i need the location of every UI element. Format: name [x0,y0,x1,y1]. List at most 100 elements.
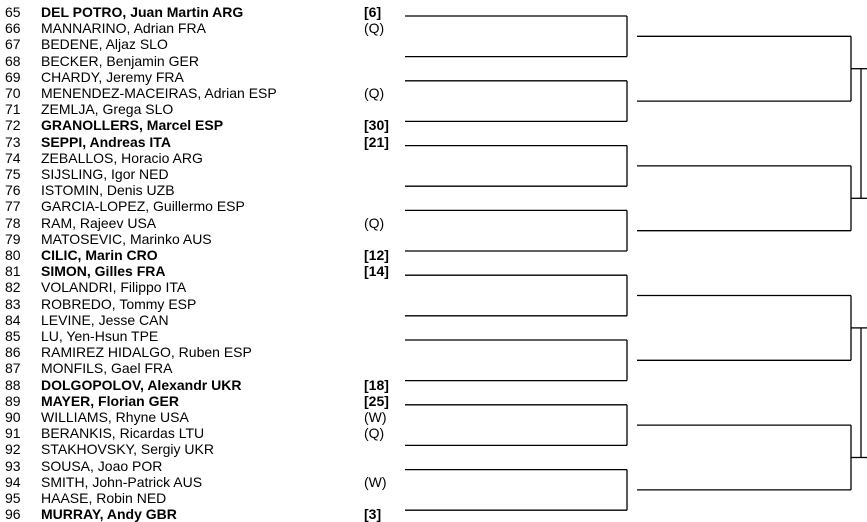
player-name: BEDENE, Aljaz SLO [41,36,168,53]
player-name: SIJSLING, Igor NED [41,166,169,182]
draw-position-number: 81 [5,263,21,280]
draw-entry-row: 69 CHARDY, Jeremy FRA [0,69,400,85]
draw-entry-row: 68 BECKER, Benjamin GER [0,53,400,69]
draw-entry-row: 66 MANNARINO, Adrian FRA (Q) [0,20,400,36]
draw-position-number: 73 [5,133,21,150]
player-name: ROBREDO, Tommy ESP [41,295,197,312]
player-name: MAYER, Florian GER [41,392,179,409]
seed-or-entry-status: [25] [364,392,389,409]
seed-or-entry-status: (Q) [364,20,385,37]
draw-position-number: 86 [5,344,21,361]
player-name: MANNARINO, Adrian FRA [41,20,206,37]
draw-position-number: 67 [5,36,21,53]
player-name: SMITH, John-Patrick AUS [41,473,203,490]
draw-entry-row: 79 MATOSEVIC, Marinko AUS [0,231,400,247]
draw-position-number: 66 [5,20,21,37]
draw-position-number: 87 [5,360,21,377]
draw-position-number: 94 [5,473,21,490]
draw-position-number: 80 [5,247,21,263]
player-name: BECKER, Benjamin GER [41,52,199,69]
player-name: GARCIA-LOPEZ, Guillermo ESP [41,198,245,215]
player-name: HAASE, Robin NED [41,490,167,506]
draw-entry-row: 80 CILIC, Marin CRO [12] [0,247,400,263]
seed-or-entry-status: (Q) [364,214,385,231]
draw-position-number: 83 [5,295,21,312]
player-name: MURRAY, Andy GBR [41,506,177,522]
seed-or-entry-status: (W) [364,409,387,425]
player-name: WILLIAMS, Rhyne USA [41,409,189,425]
player-name: ISTOMIN, Denis UZB [41,182,175,199]
draw-entry-row: 91 BERANKIS, Ricardas LTU (Q) [0,425,400,441]
draw-entry-row: 74 ZEBALLOS, Horacio ARG [0,150,400,166]
player-name: ZEMLJA, Grega SLO [41,101,174,118]
draw-position-number: 90 [5,409,21,425]
draw-position-number: 95 [5,490,21,506]
draw-entry-row: 83 ROBREDO, Tommy ESP [0,296,400,312]
draw-entry-row: 90 WILLIAMS, Rhyne USA (W) [0,409,400,425]
seed-or-entry-status: [12] [364,247,389,263]
draw-position-number: 85 [5,328,21,344]
draw-position-number: 75 [5,166,21,182]
draw-entry-row: 82 VOLANDRI, Filippo ITA [0,279,400,295]
draw-position-number: 89 [5,392,21,409]
draw-position-number: 88 [5,376,21,393]
player-name: MATOSEVIC, Marinko AUS [41,230,212,247]
player-name: CILIC, Marin CRO [41,247,158,263]
seed-or-entry-status: [30] [364,117,389,134]
draw-entry-row: 65 DEL POTRO, Juan Martin ARG [6] [0,4,400,20]
player-name: BERANKIS, Ricardas LTU [41,425,205,442]
player-name: GRANOLLERS, Marcel ESP [41,117,224,134]
seed-or-entry-status: (Q) [364,425,385,442]
draw-position-number: 93 [5,457,21,474]
player-name: SEPPI, Andreas ITA [41,133,171,150]
draw-position-number: 70 [5,85,21,101]
draw-entry-row: 96 MURRAY, Andy GBR [3] [0,506,400,522]
player-name: SOUSA, Joao POR [41,457,163,474]
player-name: RAMIREZ HIDALGO, Ruben ESP [41,344,252,361]
draw-position-number: 91 [5,425,21,442]
draw-entry-row: 95 HAASE, Robin NED [0,490,400,506]
player-name: RAM, Rajeev USA [41,214,157,231]
draw-entry-row: 75 SIJSLING, Igor NED [0,166,400,182]
draw-entry-row: 78 RAM, Rajeev USA (Q) [0,215,400,231]
player-name: MONFILS, Gael FRA [41,360,173,377]
draw-position-number: 84 [5,311,21,328]
player-name: LEVINE, Jesse CAN [41,311,169,328]
draw-position-number: 65 [5,4,21,20]
draw-entry-row: 93 SOUSA, Joao POR [0,458,400,474]
draw-entry-row: 94 SMITH, John-Patrick AUS (W) [0,474,400,490]
draw-position-number: 68 [5,52,21,69]
player-name: ZEBALLOS, Horacio ARG [41,149,203,166]
player-name: LU, Yen-Hsun TPE [41,328,159,344]
seed-or-entry-status: (Q) [364,85,385,101]
player-name: DEL POTRO, Juan Martin ARG [41,4,244,20]
seed-or-entry-status: [14] [364,263,389,280]
player-name: VOLANDRI, Filippo ITA [41,279,187,296]
draw-position-number: 69 [5,68,21,85]
draw-position-number: 79 [5,230,21,247]
draw-position-number: 96 [5,506,21,522]
draw-entry-row: 89 MAYER, Florian GER [25] [0,393,400,409]
draw-position-number: 78 [5,214,21,231]
draw-entry-row: 84 LEVINE, Jesse CAN [0,312,400,328]
draw-entry-row: 77 GARCIA-LOPEZ, Guillermo ESP [0,198,400,214]
draw-position-number: 74 [5,149,21,166]
seed-or-entry-status: (W) [364,473,387,490]
seed-or-entry-status: [18] [364,376,389,393]
draw-position-number: 82 [5,279,21,296]
seed-or-entry-status: [3] [364,506,382,522]
draw-position-number: 76 [5,182,21,199]
draw-position-number: 92 [5,441,21,458]
seed-or-entry-status: [6] [364,4,382,20]
draw-entry-row: 81 SIMON, Gilles FRA [14] [0,263,400,279]
player-name: CHARDY, Jeremy FRA [41,68,184,85]
player-name: SIMON, Gilles FRA [41,263,166,280]
draw-position-number: 77 [5,198,21,215]
